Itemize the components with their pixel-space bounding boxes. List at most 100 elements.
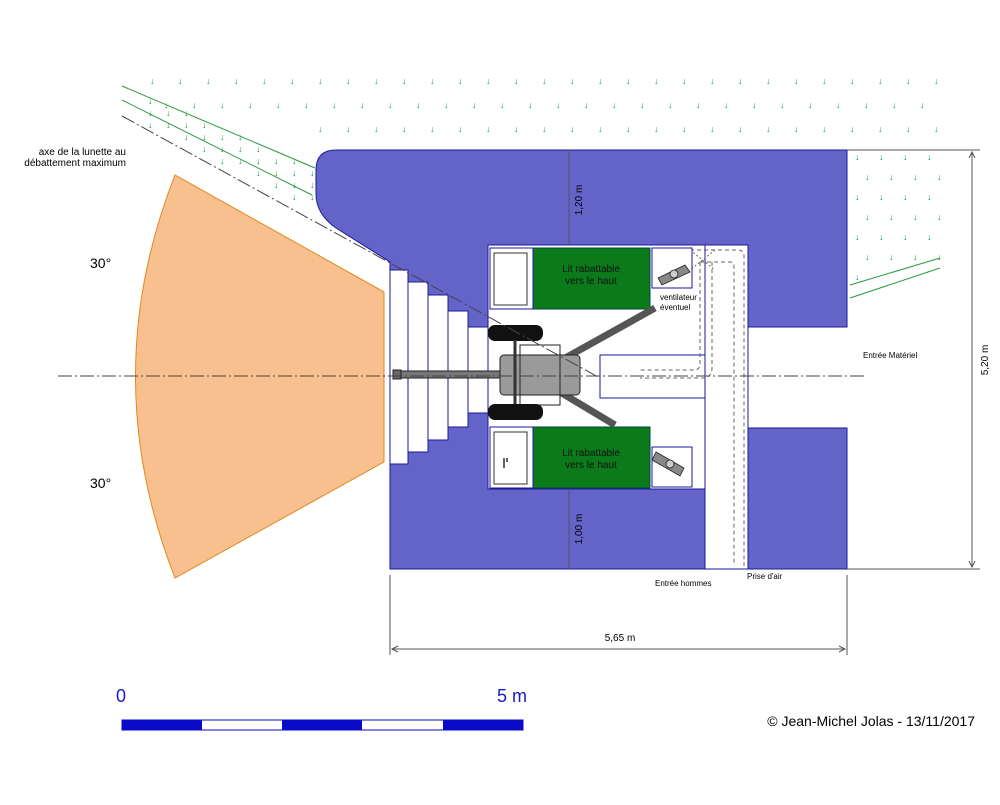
vegetation-mark: ↓ (402, 76, 407, 86)
vegetation-mark: ↓ (696, 100, 701, 110)
vegetation-mark: ↓ (889, 252, 894, 262)
vegetation-mark: ↓ (878, 76, 883, 86)
vegetation-mark: ↓ (934, 124, 939, 134)
vegetation-mark: ↓ (310, 192, 315, 202)
dim-top-thickness: 1,20 m (574, 185, 585, 216)
vegetation-mark: ↓ (937, 252, 942, 262)
vegetation-mark: ↓ (855, 232, 860, 242)
scale-zero-label: 0 (116, 686, 126, 706)
vegetation-mark: ↓ (766, 76, 771, 86)
embankment-lines (121, 85, 941, 299)
vegetation-mark: ↓ (626, 76, 631, 86)
vegetation-mark: ↓ (292, 180, 297, 190)
fan-label-1: ventilateur (660, 293, 697, 302)
vegetation-mark: ↓ (292, 156, 297, 166)
vegetation-mark: ↓ (166, 108, 171, 118)
scale-five-label: 5 m (497, 686, 527, 706)
vegetation-mark: ↓ (238, 156, 243, 166)
vegetation-mark: ↓ (486, 76, 491, 86)
vegetation-mark: ↓ (500, 100, 505, 110)
vegetation-mark: ↓ (458, 124, 463, 134)
vegetation-mark: ↓ (388, 100, 393, 110)
vegetation-mark: ↓ (292, 192, 297, 202)
vegetation-mark: ↓ (458, 76, 463, 86)
gun-wheel-top (488, 325, 543, 341)
vegetation-mark: ↓ (234, 76, 239, 86)
vegetation-mark: ↓ (514, 124, 519, 134)
vegetation-mark: ↓ (920, 100, 925, 110)
vegetation-mark: ↓ (780, 100, 785, 110)
fan-top (651, 247, 693, 289)
vegetation-mark: ↓ (879, 152, 884, 162)
vegetation-mark: ↓ (903, 232, 908, 242)
vegetation-mark: ↓ (927, 232, 932, 242)
scope-axis-label-2: débattement maximum (24, 158, 126, 169)
dim-height: 5,20 m (980, 345, 991, 376)
vegetation-mark: ↓ (927, 192, 932, 202)
vegetation-mark: ↓ (937, 212, 942, 222)
vegetation-mark: ↓ (290, 76, 295, 86)
vegetation-mark: ↓ (262, 76, 267, 86)
vegetation-mark: ↓ (822, 124, 827, 134)
gun (392, 304, 657, 429)
vegetation-mark: ↓ (374, 76, 379, 86)
vegetation-mark: ↓ (402, 124, 407, 134)
vegetation-mark: ↓ (542, 124, 547, 134)
entree-materiel-label: Entrée Matériel (863, 351, 917, 360)
vegetation-mark: ↓ (682, 124, 687, 134)
vegetation-mark: ↓ (346, 124, 351, 134)
vegetation-mark: ↓ (654, 124, 659, 134)
vegetation-mark: ↓ (238, 132, 243, 142)
vegetation-mark: ↓ (682, 76, 687, 86)
vegetation-mark: ↓ (584, 100, 589, 110)
vegetation-mark: ↓ (274, 156, 279, 166)
vegetation-mark: ↓ (528, 100, 533, 110)
vegetation-mark: ↓ (220, 132, 225, 142)
vegetation-mark: ↓ (766, 124, 771, 134)
bed-bottom-label-1: Lit rabattable (562, 448, 620, 459)
vegetation-mark: ↓ (903, 192, 908, 202)
vegetation-mark: ↓ (416, 100, 421, 110)
vegetation-mark: ↓ (202, 144, 207, 154)
vegetation-mark: ↓ (310, 180, 315, 190)
vegetation-mark: ↓ (150, 76, 155, 86)
gun-wheel-bottom (488, 404, 543, 420)
vegetation-mark: ↓ (822, 76, 827, 86)
vegetation-mark: ↓ (332, 100, 337, 110)
vegetation-cover: ↓ ↓ ↓ ↓ ↓ ↓ ↓ ↓ ↓ ↓ ↓ ↓ ↓ ↓ ↓ ↓ ↓ ↓ ↓ ↓ ↓ ↓ ↓ ↓ ↓ ↓ ↓ ↓ ↓ ↓ ↓ ↓ ↓ ↓ ↓ ↓ ↓ ↓ ↓ ↓… (148, 76, 942, 282)
vegetation-mark: ↓ (202, 120, 207, 130)
vegetation-mark: ↓ (906, 76, 911, 86)
vegetation-mark: ↓ (598, 124, 603, 134)
fan-bottom (651, 446, 693, 488)
vegetation-mark: ↓ (808, 100, 813, 110)
vegetation-mark: ↓ (913, 172, 918, 182)
vegetation-mark: ↓ (570, 124, 575, 134)
vegetation-mark: ↓ (274, 168, 279, 178)
vegetation-mark: ↓ (865, 212, 870, 222)
vegetation-mark: ↓ (906, 124, 911, 134)
vegetation-mark: ↓ (514, 76, 519, 86)
bed-top-label-1: Lit rabattable (562, 264, 620, 275)
entree-hommes-label: Entrée hommes (655, 579, 711, 588)
bed-bottom-label-2: vers le haut (565, 460, 617, 471)
vegetation-mark: ↓ (850, 124, 855, 134)
fan-label-2: éventuel (660, 303, 690, 312)
vegetation-mark: ↓ (274, 180, 279, 190)
vegetation-mark: ↓ (346, 76, 351, 86)
vegetation-mark: ↓ (752, 100, 757, 110)
vegetation-mark: ↓ (430, 124, 435, 134)
vegetation-mark: ↓ (710, 124, 715, 134)
vegetation-mark: ↓ (148, 108, 153, 118)
vegetation-mark: ↓ (668, 100, 673, 110)
vegetation-mark: ↓ (318, 124, 323, 134)
vegetation-mark: ↓ (710, 76, 715, 86)
vegetation-mark: ↓ (486, 124, 491, 134)
vegetation-mark: ↓ (913, 212, 918, 222)
vegetation-mark: ↓ (889, 212, 894, 222)
vegetation-mark: ↓ (865, 172, 870, 182)
vegetation-mark: ↓ (570, 76, 575, 86)
vegetation-mark: ↓ (794, 124, 799, 134)
vegetation-mark: ↓ (238, 144, 243, 154)
vegetation-mark: ↓ (903, 152, 908, 162)
scale-bar: 0 5 m (116, 686, 527, 731)
